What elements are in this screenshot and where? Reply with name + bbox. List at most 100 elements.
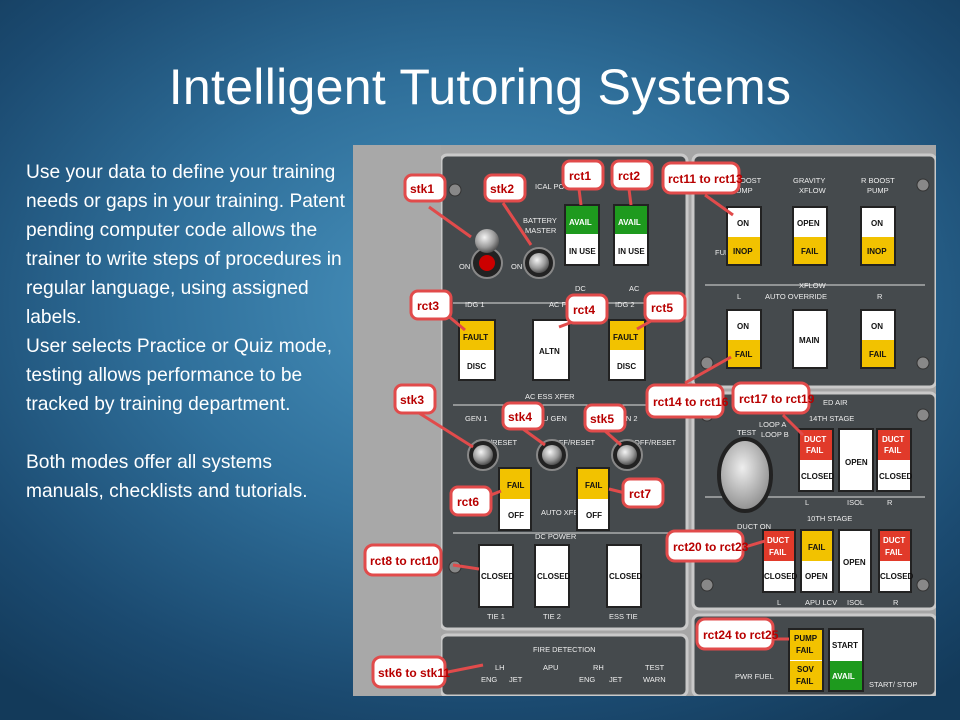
xflow-main-button[interactable]: MAIN <box>792 309 828 369</box>
svg-text:OPEN: OPEN <box>843 558 866 567</box>
dc-tie2-closed-button[interactable]: CLOSED <box>534 544 571 608</box>
svg-text:rct20 to rct23: rct20 to rct23 <box>673 540 749 554</box>
callout-stk4: stk4 <box>501 401 546 447</box>
svg-text:CLOSED: CLOSED <box>609 572 643 581</box>
label-pump: PUMP <box>867 186 889 195</box>
callout-rct20-to-rct23: rct20 to rct23 <box>665 529 766 563</box>
gen2-fail-off-button[interactable]: FAIL OFF <box>576 467 610 531</box>
svg-text:rct1: rct1 <box>569 169 591 183</box>
label-r: R <box>877 292 883 301</box>
label-loop-a: LOOP A <box>759 420 786 429</box>
svg-text:rct24 to rct25: rct24 to rct25 <box>703 628 779 642</box>
svg-text:FAIL: FAIL <box>884 446 901 455</box>
svg-text:FAIL: FAIL <box>801 247 818 256</box>
label-apu-lcv: APU LCV <box>805 598 837 607</box>
label-bleed-air: ED AIR <box>823 398 848 407</box>
label-off-reset: OFF/RESET <box>634 438 677 447</box>
label-boost: BOOST <box>735 176 762 185</box>
stage14-l-duct-fail-closed-button[interactable]: DUCT FAIL CLOSED <box>798 428 835 492</box>
label-tie2: TIE 2 <box>543 612 561 621</box>
stage14-r-duct-fail-closed-button[interactable]: DUCT FAIL CLOSED <box>876 428 913 492</box>
svg-text:DUCT: DUCT <box>882 435 904 444</box>
svg-text:stk1: stk1 <box>410 182 434 196</box>
l-boost-pump-on-inop-button[interactable]: ON INOP <box>726 206 762 266</box>
callout-stk3: stk3 <box>393 383 474 449</box>
svg-text:FAIL: FAIL <box>507 481 524 490</box>
svg-text:SOV: SOV <box>797 665 815 674</box>
apu-lcv-fail-open-button[interactable]: FAIL OPEN <box>800 529 834 593</box>
svg-text:rct2: rct2 <box>618 169 640 183</box>
label-l: L <box>777 598 781 607</box>
dc-ess-tie-closed-button[interactable]: CLOSED <box>606 544 643 608</box>
svg-text:MAIN: MAIN <box>799 336 820 345</box>
svg-text:ALTN: ALTN <box>539 347 560 356</box>
label-start-stop: START/ STOP <box>869 680 917 689</box>
svg-text:INOP: INOP <box>733 247 753 256</box>
ac-power-altn-button[interactable]: ALTN <box>532 319 570 381</box>
svg-text:IN USE: IN USE <box>569 247 596 256</box>
svg-text:FAIL: FAIL <box>885 548 902 557</box>
callout-rct4: rct4 <box>558 293 609 329</box>
svg-text:OPEN: OPEN <box>797 219 820 228</box>
svg-text:DISC: DISC <box>617 362 636 371</box>
apu-start-avail-button[interactable]: START AVAIL <box>828 628 864 692</box>
label-master: MASTER <box>525 226 557 235</box>
svg-text:AVAIL: AVAIL <box>618 218 641 227</box>
svg-text:CLOSED: CLOSED <box>537 572 571 581</box>
label-pump: PUMP <box>731 186 753 195</box>
xflow-r-on-fail-button[interactable]: ON FAIL <box>860 309 896 369</box>
svg-text:OPEN: OPEN <box>845 458 868 467</box>
svg-text:IN USE: IN USE <box>618 247 645 256</box>
stage10-isol-open-button[interactable]: OPEN <box>838 529 872 593</box>
svg-text:PUMP: PUMP <box>794 634 818 643</box>
svg-text:DUCT: DUCT <box>767 536 789 545</box>
dc-power-avail-button[interactable]: AVAIL IN USE <box>564 204 600 266</box>
label-isol: ISOL <box>847 498 864 507</box>
stage14-isol-open-button[interactable]: OPEN <box>838 428 874 492</box>
svg-text:AVAIL: AVAIL <box>832 672 855 681</box>
svg-text:stk2: stk2 <box>490 182 514 196</box>
panel-left-margin <box>353 145 441 696</box>
battery-master-switch-dc[interactable] <box>471 229 503 279</box>
label-stage10: 10TH STAGE <box>807 514 852 523</box>
gen1-switch[interactable] <box>467 439 499 471</box>
paragraph-training-needs: Use your data to define your training ne… <box>26 162 345 328</box>
svg-text:rct5: rct5 <box>651 301 673 315</box>
callout-stk2: stk2 <box>483 173 533 246</box>
label-apu-gen: APU GEN <box>533 414 567 423</box>
svg-text:stk6 to stk11: stk6 to stk11 <box>378 666 450 680</box>
apu-gen-switch[interactable] <box>536 439 568 471</box>
stage10-r-duct-fail-closed-button[interactable]: DUCT FAIL CLOSED <box>878 529 914 593</box>
label-test: TEST <box>645 663 665 672</box>
svg-text:rct7: rct7 <box>629 487 651 501</box>
label-ess-tie: ESS TIE <box>609 612 638 621</box>
label-apu: APU <box>543 663 558 672</box>
svg-text:rct6: rct6 <box>457 495 479 509</box>
r-boost-pump-on-inop-button[interactable]: ON INOP <box>860 206 896 266</box>
battery-master-switch-ac[interactable] <box>523 247 555 279</box>
label-idg2: IDG 2 <box>615 300 635 309</box>
stage10-l-duct-fail-closed-button[interactable]: DUCT FAIL CLOSED <box>762 529 798 593</box>
svg-text:stk5: stk5 <box>590 412 614 426</box>
idg2-fault-disc-button[interactable]: FAULT DISC <box>608 319 646 381</box>
label-ac: AC <box>629 284 640 293</box>
label-xflow: XFLOW <box>799 186 827 195</box>
apu-pump-fail-sov-fail-button[interactable]: PUMP FAIL SOV FAIL <box>788 628 824 692</box>
gravity-xflow-open-fail-button[interactable]: OPEN FAIL <box>792 206 828 266</box>
screw-icon <box>916 578 930 592</box>
label-auto-xfer: AUTO XFER <box>541 508 584 517</box>
dc-tie1-closed-button[interactable]: CLOSED <box>478 544 515 608</box>
callout-rct17-to-rct19: rct17 to rct19 <box>731 381 815 437</box>
gen2-switch[interactable] <box>611 439 643 471</box>
svg-text:FAIL: FAIL <box>769 548 786 557</box>
ac-power-avail-button[interactable]: AVAIL IN USE <box>613 204 649 266</box>
xflow-l-on-fail-button[interactable]: ON FAIL <box>726 309 762 369</box>
label-lh: LH <box>495 663 505 672</box>
label-fire-detection: FIRE DETECTION <box>533 645 596 654</box>
loop-test-knob[interactable] <box>717 437 773 513</box>
label-loop-b: LOOP B <box>761 430 789 439</box>
svg-text:FAIL: FAIL <box>808 543 825 552</box>
gen-fail-off-button[interactable]: FAIL OFF <box>498 467 532 531</box>
svg-text:ON: ON <box>871 322 883 331</box>
svg-text:ON: ON <box>871 219 883 228</box>
